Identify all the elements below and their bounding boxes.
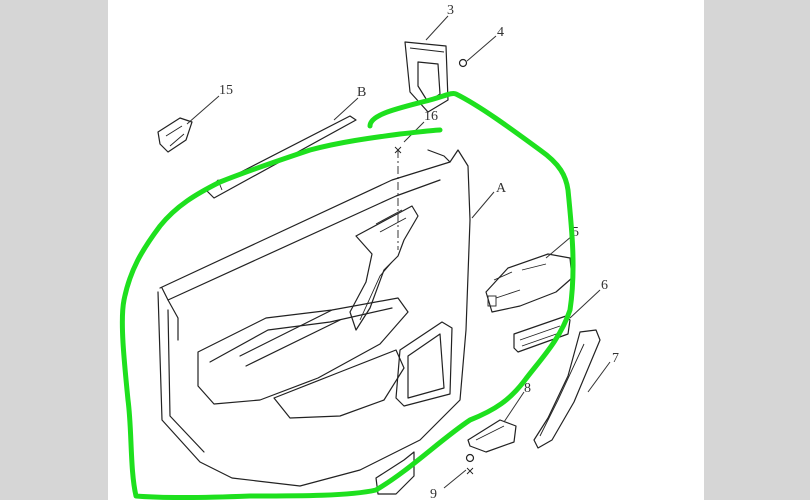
label-a: A <box>496 181 507 196</box>
part-labels: 3 4 15 B 16 A 5 6 7 8 9 <box>219 3 619 500</box>
part-16-axis <box>394 146 402 250</box>
label-15: 15 <box>219 83 233 98</box>
leader-lines <box>186 15 611 489</box>
label-8: 8 <box>524 381 531 396</box>
part-9-pin <box>465 453 475 475</box>
label-16: 16 <box>424 109 438 124</box>
part-15-clip <box>157 117 193 153</box>
label-4: 4 <box>497 25 504 40</box>
part-8-bracket <box>467 419 517 453</box>
label-6: 6 <box>601 278 608 293</box>
part-7-side-strip <box>533 329 601 449</box>
label-9: 9 <box>430 487 437 500</box>
label-7: 7 <box>612 351 619 366</box>
label-3: 3 <box>447 3 454 18</box>
part-a-door-panel <box>157 149 471 487</box>
label-b: B <box>357 85 366 100</box>
green-highlight-outline <box>119 91 576 500</box>
paper-sheet <box>108 0 704 500</box>
part-4-clip <box>458 58 468 68</box>
label-5: 5 <box>572 225 579 240</box>
